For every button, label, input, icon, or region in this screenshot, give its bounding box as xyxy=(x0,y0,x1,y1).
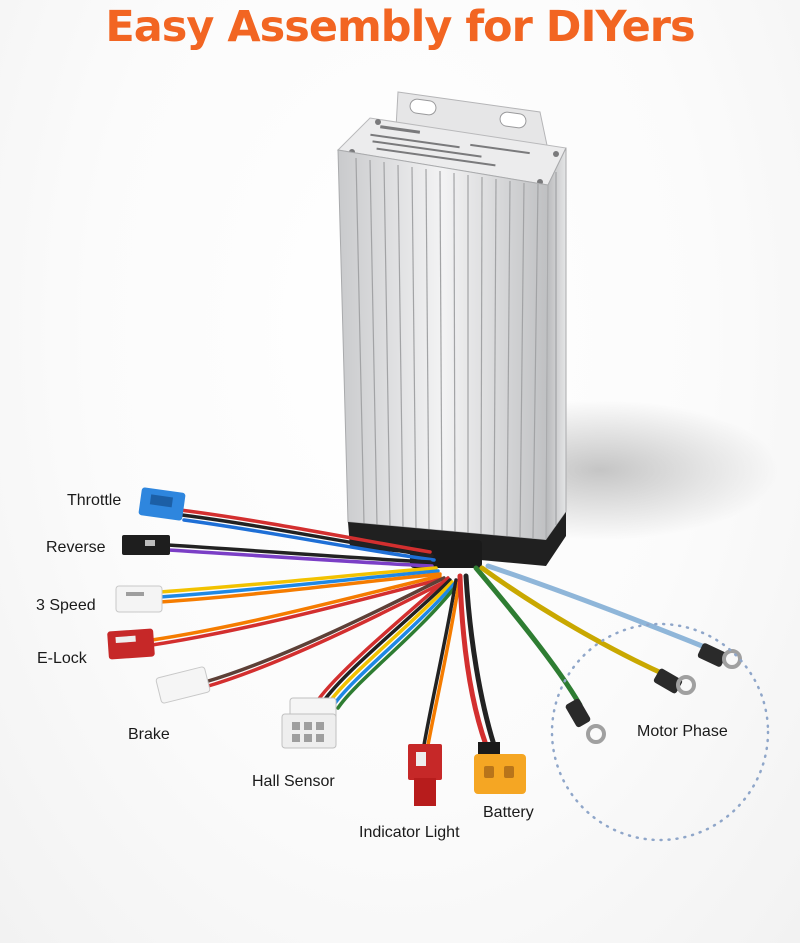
throttle-connector xyxy=(138,487,186,521)
battery-connector xyxy=(474,742,526,794)
controller-body xyxy=(337,149,549,541)
label-motor-phase: Motor Phase xyxy=(637,723,728,740)
label-throttle: Throttle xyxy=(67,492,122,509)
label-hall-sensor: Hall Sensor xyxy=(252,773,335,790)
label-reverse: Reverse xyxy=(46,539,106,556)
label-e-lock: E-Lock xyxy=(37,650,87,667)
label-battery: Battery xyxy=(483,804,534,821)
indicator-light-connector xyxy=(408,744,442,806)
label-brake: Brake xyxy=(128,726,170,743)
page-title: Easy Assembly for DIYers xyxy=(105,2,695,52)
top-panel-markings xyxy=(349,119,559,185)
motor-phase-highlight xyxy=(550,622,770,842)
label-indicator-light: Indicator Light xyxy=(359,824,460,841)
wiring-harness xyxy=(150,508,715,748)
hall-sensor-connector xyxy=(281,697,337,749)
cooling-fins xyxy=(355,157,557,539)
three-speed-connector xyxy=(115,585,163,613)
brake-connector xyxy=(155,666,211,704)
e-lock-connector xyxy=(107,628,155,660)
label-3-speed: 3 Speed xyxy=(36,597,96,614)
motor-phase-terminals xyxy=(565,643,742,744)
reverse-connector xyxy=(122,535,170,555)
